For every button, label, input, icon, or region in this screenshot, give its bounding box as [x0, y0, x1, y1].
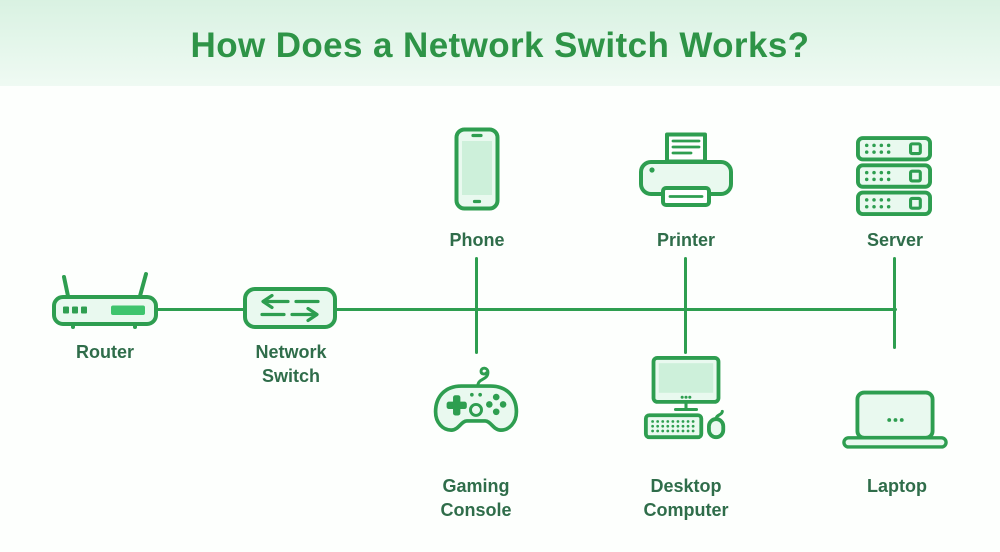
phone-label: Phone — [449, 230, 505, 250]
gaming-console-label: Gaming Console — [440, 476, 512, 520]
server-rack-icon — [856, 136, 932, 218]
server-label: Server — [866, 230, 924, 250]
server-laptop-drop-line — [893, 257, 897, 349]
main-bus-line — [155, 308, 897, 312]
desktop-computer-icon — [642, 356, 730, 442]
network-switch-label: Network Switch — [255, 342, 327, 386]
printer-desktop-drop-line — [684, 257, 688, 354]
laptop-label: Laptop — [867, 476, 927, 496]
laptop-icon — [842, 390, 948, 450]
smartphone-icon — [454, 127, 500, 211]
gamepad-icon — [430, 364, 522, 443]
desktop-computer-label: Desktop Computer — [643, 476, 729, 520]
page-title: How Does a Network Switch Works? — [190, 26, 810, 65]
router-label: Router — [76, 342, 134, 362]
network-switch-icon — [243, 287, 337, 329]
printer-label: Printer — [656, 230, 716, 250]
router-icon — [50, 271, 160, 329]
printer-icon — [638, 132, 734, 212]
phone-gaming-drop-line — [475, 257, 479, 354]
title-band: How Does a Network Switch Works? — [0, 0, 1000, 86]
